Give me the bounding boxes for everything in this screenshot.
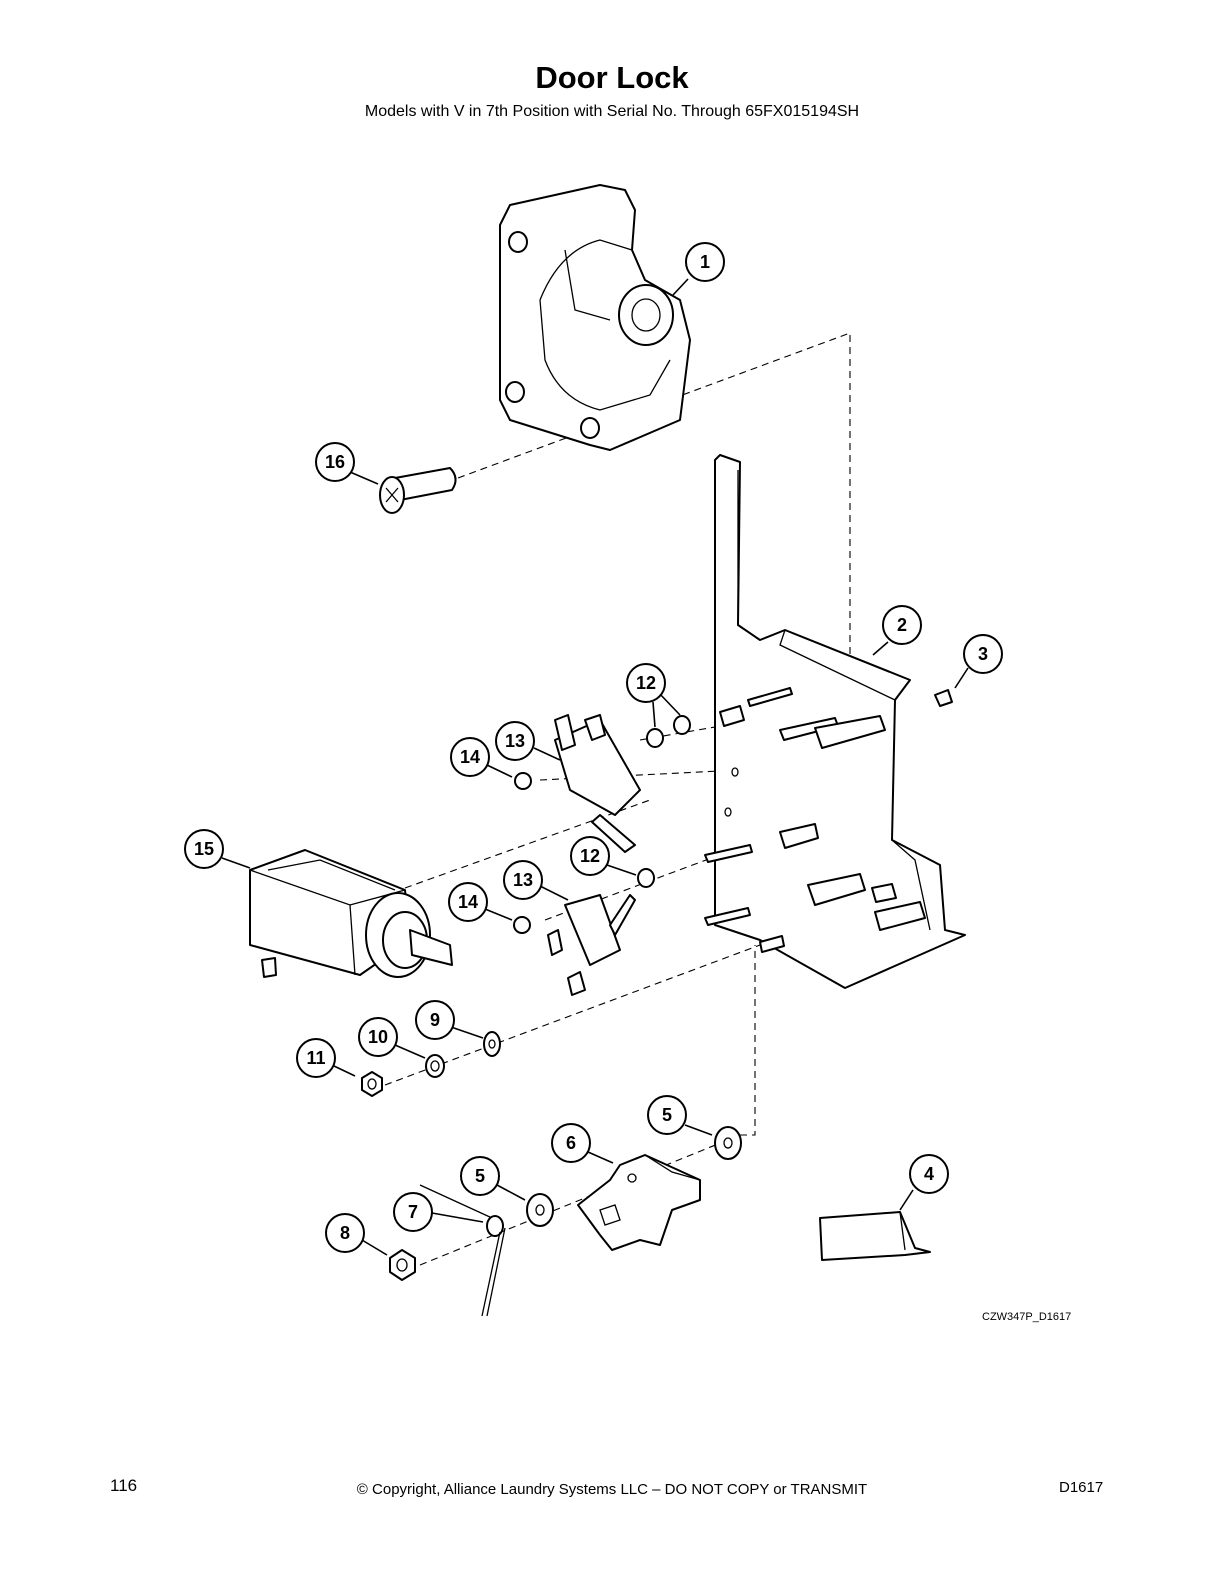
callout-5-upper: 5 — [647, 1095, 687, 1135]
document-id: D1617 — [1059, 1479, 1104, 1496]
part-12-spacers — [637, 715, 691, 888]
callout-6: 6 — [551, 1123, 591, 1163]
callout-14-upper: 14 — [450, 737, 490, 777]
callouts: 1 2 3 4 5 5 6 7 — [184, 242, 1003, 1253]
copyright-notice: © Copyright, Alliance Laundry Systems LL… — [356, 1481, 868, 1498]
callout-15: 15 — [184, 829, 224, 869]
part-5-lower-washer — [526, 1193, 554, 1227]
part-3-rivet — [934, 689, 953, 707]
callout-12-upper: 12 — [626, 663, 666, 703]
leader-lines — [221, 278, 969, 1256]
page-subtitle: Models with V in 7th Position with Seria… — [364, 103, 860, 120]
svg-text:1: 1 — [700, 252, 710, 272]
svg-text:2: 2 — [897, 615, 907, 635]
part-5-upper-washer — [714, 1126, 742, 1160]
callout-7: 7 — [393, 1192, 433, 1232]
part-8-nut — [389, 1249, 416, 1281]
drawing-code: CZW347P_D1617 — [982, 1311, 1072, 1323]
svg-text:7: 7 — [408, 1202, 418, 1222]
svg-text:5: 5 — [662, 1105, 672, 1125]
part-14-nuts — [513, 772, 532, 934]
callout-2: 2 — [882, 605, 922, 645]
callout-4: 4 — [909, 1154, 949, 1194]
callout-5-lower: 5 — [460, 1156, 500, 1196]
svg-text:6: 6 — [566, 1133, 576, 1153]
part-10-lock-washer — [425, 1054, 445, 1078]
part-13-lower-switch — [547, 894, 636, 996]
svg-text:11: 11 — [306, 1048, 325, 1068]
part-11-hex-nut — [361, 1071, 383, 1097]
callout-13-lower: 13 — [503, 860, 543, 900]
svg-text:13: 13 — [513, 870, 533, 890]
svg-text:14: 14 — [460, 747, 480, 767]
svg-text:13: 13 — [505, 731, 525, 751]
page-title: Door Lock — [535, 60, 689, 95]
callout-14-lower: 14 — [448, 882, 488, 922]
page-number: 116 — [110, 1476, 138, 1495]
callout-3: 3 — [963, 634, 1003, 674]
part-6-lever-arm — [577, 1154, 701, 1251]
part-13-upper-switch — [554, 714, 641, 853]
callout-9: 9 — [415, 1000, 455, 1040]
svg-text:12: 12 — [580, 846, 600, 866]
svg-text:15: 15 — [194, 839, 214, 859]
callout-16: 16 — [315, 442, 355, 482]
callout-11: 11 — [296, 1038, 336, 1078]
part-16-screw — [379, 467, 457, 514]
part-4-clip — [819, 1211, 931, 1261]
svg-text:4: 4 — [924, 1164, 934, 1184]
part-1-lock-bracket — [499, 184, 691, 451]
callout-10: 10 — [358, 1017, 398, 1057]
svg-text:5: 5 — [475, 1166, 485, 1186]
callout-8: 8 — [325, 1213, 365, 1253]
callout-12-lower: 12 — [570, 836, 610, 876]
svg-text:3: 3 — [978, 644, 988, 664]
callout-1: 1 — [685, 242, 725, 282]
part-2-mounting-plate — [704, 454, 966, 989]
svg-text:8: 8 — [340, 1223, 350, 1243]
part-15-solenoid — [249, 849, 453, 978]
part-9-flat-washer — [483, 1031, 501, 1057]
svg-text:12: 12 — [636, 673, 656, 693]
svg-text:10: 10 — [368, 1027, 388, 1047]
callout-13-upper: 13 — [495, 721, 535, 761]
svg-text:16: 16 — [325, 452, 345, 472]
part-7-torsion-spring — [419, 1184, 506, 1317]
svg-text:14: 14 — [458, 892, 478, 912]
svg-text:9: 9 — [430, 1010, 440, 1030]
